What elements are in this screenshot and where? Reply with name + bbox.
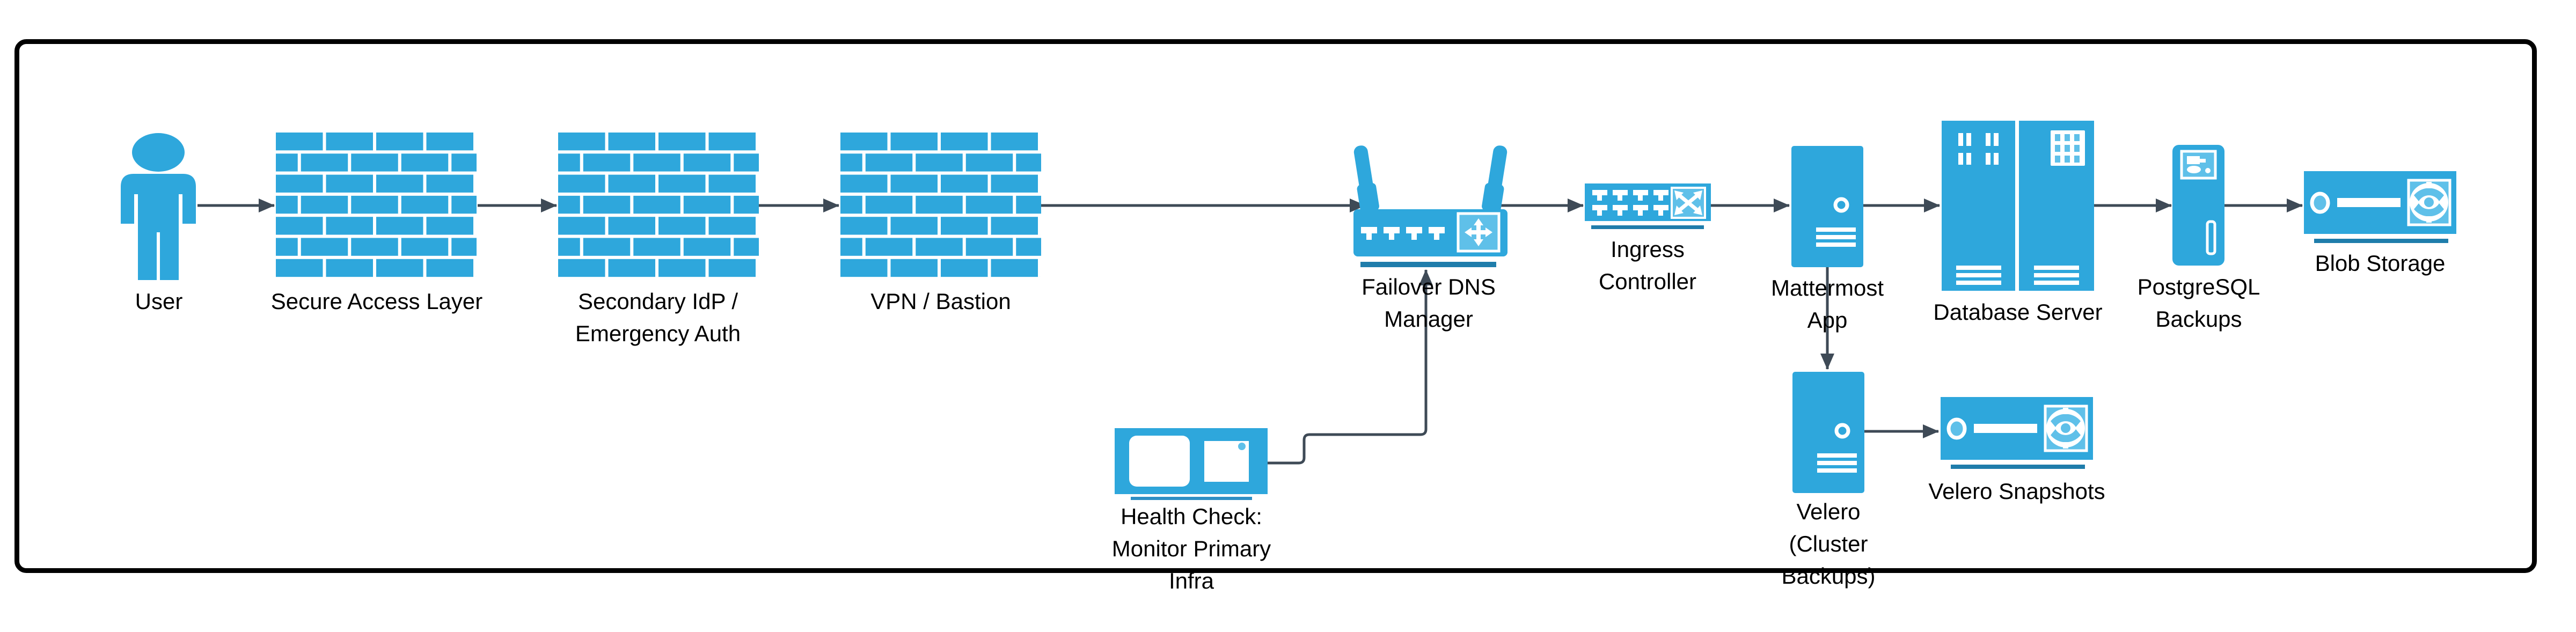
tape-storage-icon [2304, 171, 2456, 243]
node-vpn-bastion-label: VPN / Bastion [870, 289, 1011, 314]
node-database-server-label: Database Server [1933, 299, 2103, 325]
node-user-label: User [135, 289, 183, 314]
node-postgresql-label: PostgreSQL Backups [2137, 274, 2260, 332]
node-secondary-idp [558, 133, 759, 280]
node-velero-snapshots-label: Velero Snapshots [1928, 479, 2105, 504]
person-icon [121, 133, 196, 280]
node-ingress-controller [1585, 183, 1711, 229]
node-failover-dns-manager [1353, 144, 1507, 267]
network-switch-icon [1585, 183, 1711, 229]
node-velero-snapshots [1941, 397, 2093, 469]
server-tower-icon [1792, 372, 1864, 493]
node-blob-storage-label: Blob Storage [2315, 251, 2446, 276]
tape-storage-icon [1941, 397, 2093, 469]
firewall-icon [558, 133, 759, 280]
node-mattermost-app [1791, 146, 1863, 267]
node-velero [1792, 372, 1864, 493]
server-tower-icon [1791, 146, 1863, 267]
monitor-icon [1115, 428, 1268, 500]
node-health-check-label: Health Check: Monitor Primary Infra [1111, 504, 1271, 593]
node-secure-access-label: Secure Access Layer [270, 289, 483, 314]
node-mattermost-label: Mattermost App [1770, 275, 1884, 333]
diagram-border [14, 39, 2537, 573]
node-vpn-bastion [840, 133, 1041, 280]
node-health-check [1115, 428, 1268, 500]
backup-server-icon [2172, 145, 2224, 266]
node-postgresql-backups [2172, 145, 2224, 266]
node-velero-label: Velero (Cluster Backups) [1781, 499, 1876, 589]
node-user [121, 133, 196, 280]
wireless-router-icon [1353, 144, 1507, 267]
server-rack-icon [1942, 121, 2094, 291]
node-failover-dns-label: Failover DNS Manager [1362, 274, 1496, 332]
node-secondary-idp-label: Secondary IdP / Emergency Auth [575, 289, 741, 346]
node-database-server [1942, 121, 2094, 291]
node-secure-access-layer [276, 133, 477, 280]
node-blob-storage [2304, 171, 2456, 243]
edge-health-check-to-failover-dns [1268, 269, 1433, 465]
firewall-icon [840, 133, 1041, 280]
node-ingress-label: Ingress Controller [1598, 237, 1697, 294]
firewall-icon [276, 133, 477, 280]
